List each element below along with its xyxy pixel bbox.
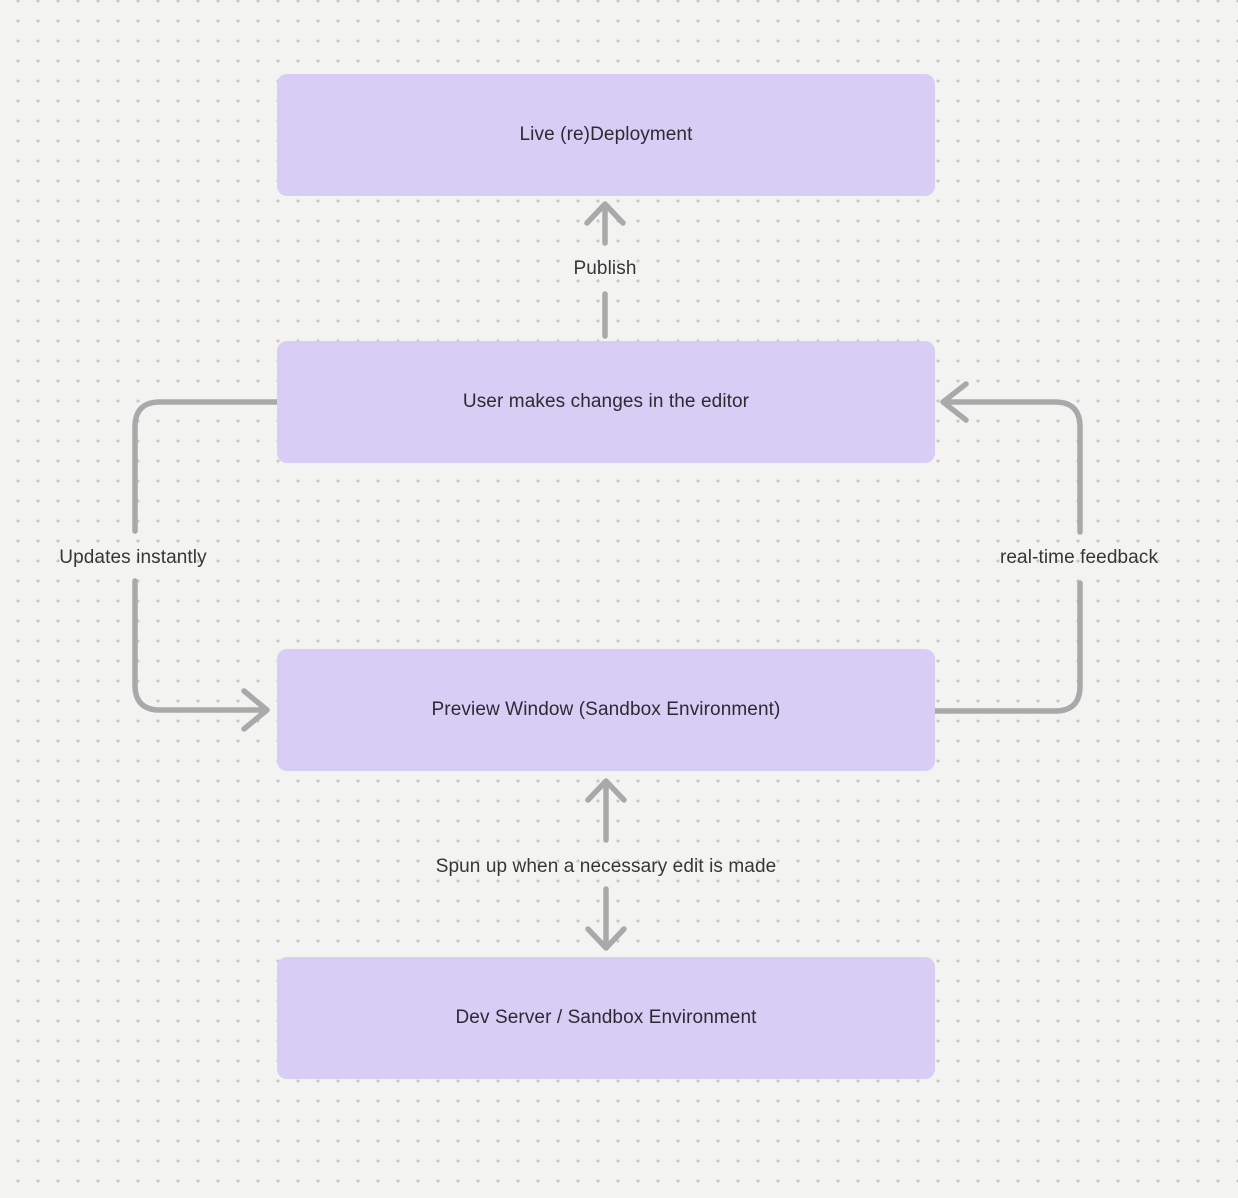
node-label: Live (re)Deployment (519, 123, 693, 145)
node-preview-window: Preview Window (Sandbox Environment) (277, 649, 935, 771)
edge-label-realtime-feedback: real-time feedback (999, 547, 1159, 568)
node-label: User makes changes in the editor (462, 390, 750, 412)
node-label: Dev Server / Sandbox Environment (455, 1006, 757, 1028)
node-label: Preview Window (Sandbox Environment) (431, 698, 781, 720)
edge-label-publish: Publish (573, 258, 637, 279)
node-editor-changes: User makes changes in the editor (277, 341, 935, 463)
edge-label-spun-up: Spun up when a necessary edit is made (435, 856, 777, 877)
node-dev-server: Dev Server / Sandbox Environment (277, 957, 935, 1079)
node-live-redeployment: Live (re)Deployment (277, 74, 935, 196)
edge-label-updates-instantly: Updates instantly (59, 547, 207, 568)
